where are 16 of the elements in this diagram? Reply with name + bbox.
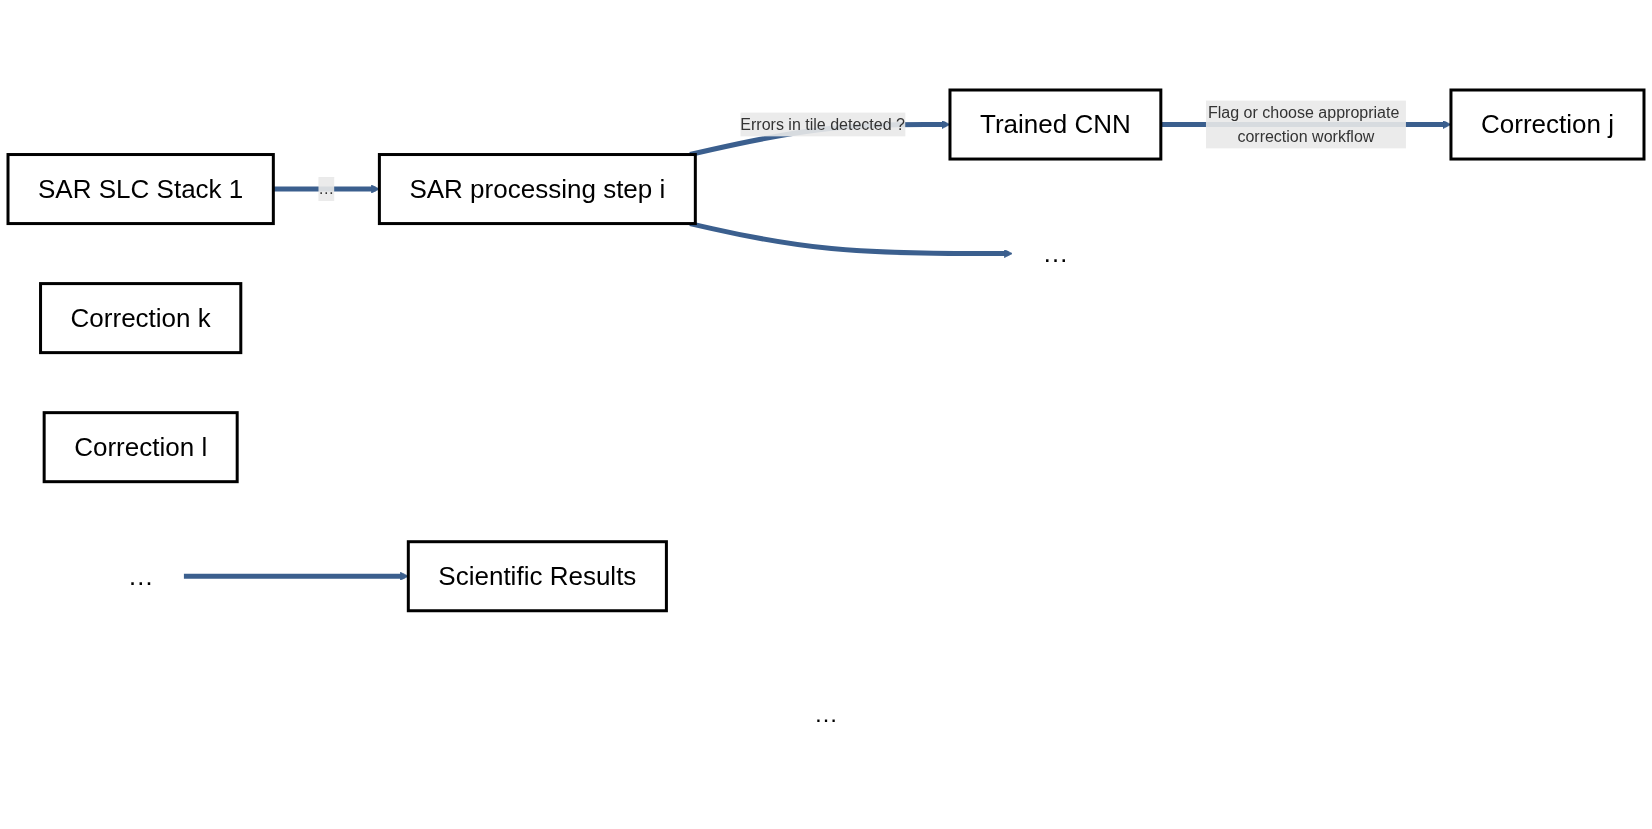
edge-label: Errors in tile detected ? (740, 115, 905, 133)
node-box: SAR processing step i (377, 152, 697, 225)
arrow (183, 571, 409, 581)
arrow (689, 220, 1013, 258)
node-text: … (1042, 237, 1069, 268)
arrow (273, 184, 380, 194)
node-box: Correction j (1449, 88, 1646, 161)
node-box: SAR SLC Stack 1 (6, 152, 275, 225)
node-box: Correction l (42, 410, 239, 483)
edge-label: Flag or choose appropriate correction workflow (1208, 103, 1400, 145)
node-box: Correction k (39, 281, 243, 354)
ellipsis-note: … (814, 700, 838, 728)
edge-label: … (318, 179, 335, 197)
node-text: … (127, 560, 154, 591)
node-box: Trained CNN (948, 88, 1163, 161)
node-box: Scientific Results (406, 539, 668, 612)
